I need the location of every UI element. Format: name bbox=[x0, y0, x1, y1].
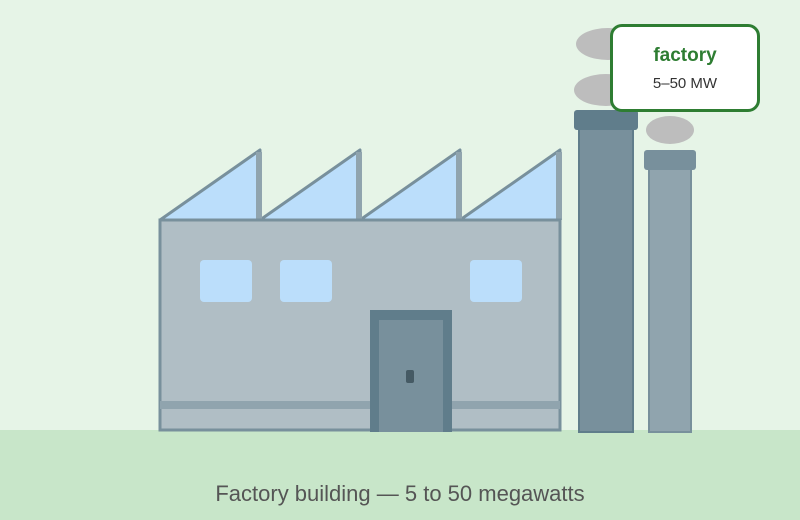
roof-panel bbox=[258, 148, 362, 222]
roof-verticals bbox=[256, 152, 562, 220]
chimney-icon bbox=[648, 165, 692, 433]
factory-building-icon bbox=[158, 218, 562, 432]
caption: Factory building — 5 to 50 megawatts bbox=[215, 481, 585, 506]
window-icon bbox=[470, 260, 522, 302]
factory-label-callout: factory 5–50 MW bbox=[610, 24, 760, 112]
window-icon bbox=[200, 260, 252, 302]
smoke-puff-icon bbox=[646, 116, 694, 144]
label-subtitle: 5–50 MW bbox=[652, 75, 718, 92]
roof-panel bbox=[458, 148, 562, 222]
roof-panel bbox=[358, 148, 462, 222]
label-title: factory bbox=[653, 45, 717, 66]
ground bbox=[0, 430, 800, 520]
door-handle-icon bbox=[406, 370, 414, 383]
window-icon bbox=[280, 260, 332, 302]
chimney-cap bbox=[574, 110, 638, 130]
roof-panel bbox=[158, 148, 262, 222]
chimney-cap bbox=[644, 150, 696, 170]
chimney-icon bbox=[578, 123, 634, 433]
